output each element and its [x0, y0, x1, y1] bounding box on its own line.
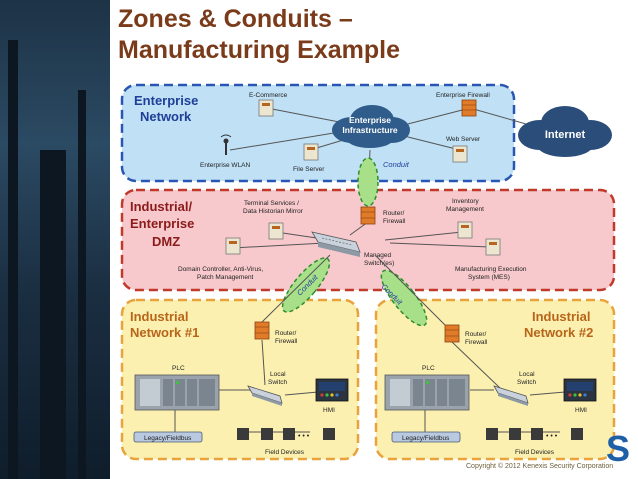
tower-silhouette	[8, 40, 18, 479]
industrial2-switch-label-line2: Switch	[517, 379, 537, 386]
enterprise-infrastructure-label-line2: Infrastructure	[342, 125, 398, 135]
industrial1-field-device-icons	[237, 428, 335, 440]
conduit-dmz-industrial2	[374, 254, 446, 327]
domain-controller-label-line1: Domain Controller, Anti-Virus,	[178, 266, 263, 273]
enterprise-label-line2: Network	[140, 109, 192, 124]
industrial2-legacy-fieldbus	[391, 431, 461, 443]
mes-label-line1: Manufacturing Execution	[455, 266, 527, 273]
dmz-links	[231, 221, 491, 249]
enterprise-label-line1: Enterprise	[134, 93, 198, 108]
dmz-label-line3: DMZ	[152, 234, 180, 249]
enterprise-zone	[120, 83, 516, 183]
industrial2-router-firewall-icon	[444, 324, 460, 343]
terminal-services-label-line1: Terminal Services /	[244, 200, 299, 207]
enterprise-firewall-icon	[461, 99, 477, 117]
wireless-access-point-icon	[220, 134, 232, 155]
industrial1-switch-label-line2: Switch	[268, 379, 288, 386]
web-server-label: Web Server	[446, 136, 481, 143]
dmz-label-line2: Enterprise	[130, 216, 194, 231]
industrial1-dots: • • •	[298, 433, 310, 440]
industrial2-router-label-line1: Router/	[465, 331, 487, 338]
file-server-label: File Server	[293, 166, 325, 173]
managed-switch-icon	[311, 231, 361, 257]
industrial2-field-device-icons	[486, 428, 583, 440]
industrial2-hmi-icon	[563, 378, 597, 402]
dmz-router-label-line1: Router/	[383, 210, 405, 217]
inventory-label-line2: Management	[446, 206, 484, 213]
dmz-router-firewall-icon	[360, 206, 376, 225]
industrial1-router-label-line1: Router/	[275, 330, 297, 337]
inventory-server-icon	[457, 221, 473, 239]
ecommerce-server-icon	[258, 99, 274, 117]
dmz-label-line1: Industrial/	[130, 199, 193, 214]
industrial1-legacy-fieldbus	[133, 431, 203, 443]
file-server-icon	[303, 143, 319, 161]
copyright-notice: Copyright © 2012 Kenexis Security Corpor…	[466, 463, 614, 470]
industrial1-links	[174, 339, 319, 433]
domain-controller-label-line2: Patch Management	[197, 274, 254, 281]
industrial2-local-switch-icon	[493, 385, 529, 406]
industrial1-switch-label-line1: Local	[270, 371, 286, 378]
industrial2-plc-label: PLC	[422, 365, 435, 372]
industrial1-hmi-icon	[315, 378, 349, 402]
industrial2-switch-label-line1: Local	[519, 371, 535, 378]
industrial1-plc-label: PLC	[172, 365, 185, 372]
industrial1-hmi-label: HMI	[323, 407, 335, 414]
enterprise-infrastructure-cloud-icon	[332, 105, 410, 148]
mes-server-icon	[485, 238, 501, 256]
domain-controller-server-icon	[225, 237, 241, 255]
industrial2-field-devices-label: Field Devices	[515, 449, 555, 456]
internet-label: Internet	[545, 129, 586, 141]
dmz-router-label-line2: Firewall	[383, 218, 406, 225]
terminal-services-label-line2: Data Historian Mirror	[243, 208, 304, 215]
terminal-server-icon	[268, 222, 284, 240]
inventory-label-line1: Inventory	[452, 198, 479, 205]
title-line-2: Manufacturing Example	[118, 36, 400, 64]
mes-label-line2: System (MES)	[468, 274, 510, 281]
industrial1-router-label-line2: Firewall	[275, 338, 298, 345]
industrial1-local-switch-icon	[247, 385, 283, 406]
industrial2-dots: • • •	[546, 433, 558, 440]
enterprise-infrastructure-label-line1: Enterprise	[349, 115, 391, 125]
industrial2-legacy-label: Legacy/Fieldbus	[402, 435, 450, 442]
industrial1-field-devices-label: Field Devices	[265, 449, 305, 456]
industrial2-label-line2: Network #2	[524, 325, 593, 340]
ecommerce-label: E-Commerce	[249, 92, 288, 99]
industrial1-label-line1: Industrial	[130, 309, 189, 324]
industrial2-label-line1: Industrial	[532, 309, 591, 324]
industrial1-router-firewall-icon	[254, 321, 270, 340]
title-line-1: Zones & Conduits –	[118, 5, 353, 33]
industrial-network-2-zone	[374, 298, 616, 461]
industrial1-plc-rack-icon	[134, 374, 220, 411]
conduit-dmz-industrial1	[261, 254, 331, 323]
industrial2-links	[424, 341, 566, 433]
tower-silhouette	[78, 90, 86, 479]
managed-switch-label-line2: Switch(es)	[364, 260, 394, 267]
conduit-enterprise-dmz	[357, 157, 379, 207]
industrial2-hmi-label: HMI	[575, 407, 587, 414]
conduit-top-label: Conduit	[383, 160, 410, 169]
internet-cloud-icon	[518, 106, 612, 157]
background-photo-strip	[0, 0, 110, 479]
industrial1-label-line2: Network #1	[130, 325, 199, 340]
industrial-network-1-zone	[120, 298, 360, 461]
tower-silhouette	[40, 150, 66, 479]
managed-switch-label-line1: Managed	[364, 252, 391, 259]
industrial2-router-label-line2: Firewall	[465, 339, 488, 346]
industrial2-plc-rack-icon	[384, 374, 470, 411]
industrial1-legacy-label: Legacy/Fieldbus	[144, 435, 192, 442]
enterprise-wlan-label: Enterprise WLAN	[200, 162, 251, 169]
slide-title: Zones & Conduits – Manufacturing Example	[118, 4, 400, 66]
enterprise-firewall-label: Enterprise Firewall	[436, 92, 490, 99]
web-server-icon	[452, 145, 468, 163]
company-logo: S	[606, 428, 631, 469]
